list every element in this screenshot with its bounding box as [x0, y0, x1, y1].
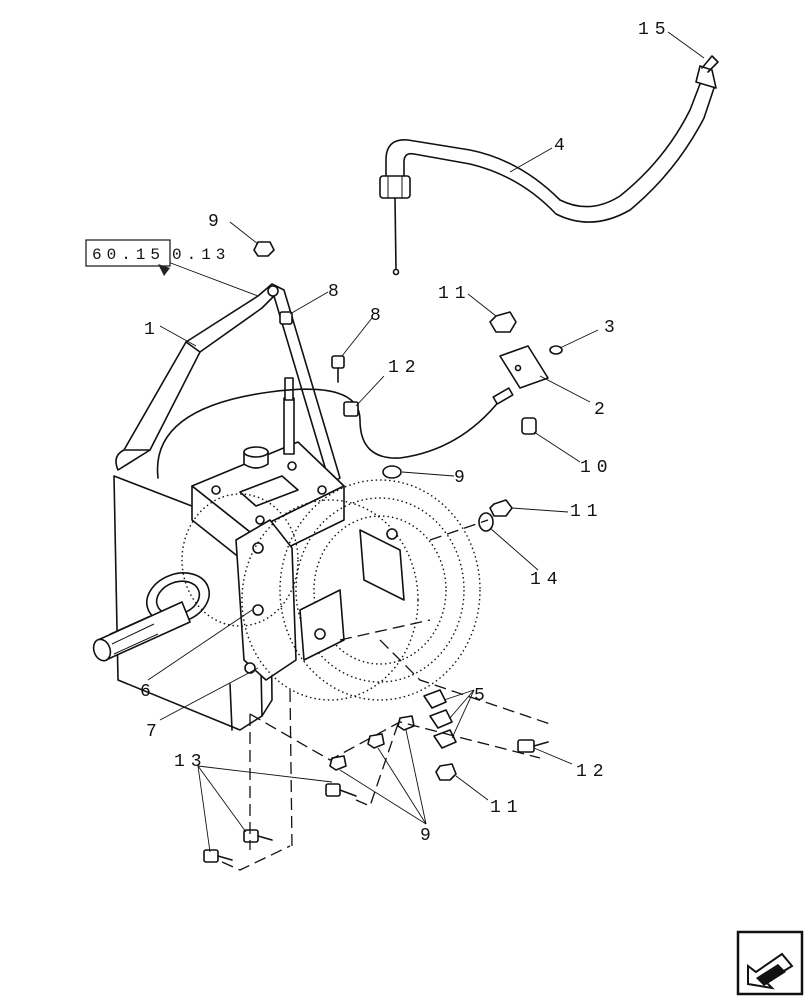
cable-bracket [499, 345, 563, 389]
callout-1: 1 [144, 320, 161, 340]
reference-arrow-icon [158, 264, 170, 276]
callout-labels: 15 4 9 8 11 3 1 8 12 2 10 9 11 14 6 5 7 … [140, 20, 672, 846]
callout-11-right: 11 [570, 502, 604, 522]
callout-10: 10 [580, 458, 614, 478]
callout-4: 4 [554, 136, 571, 156]
throttle-cable [156, 387, 514, 479]
callout-12-right: 12 [576, 762, 610, 782]
callout-9-bottom: 9 [420, 826, 437, 846]
next-page-button[interactable] [736, 930, 804, 996]
callout-8-upper: 8 [328, 282, 345, 302]
callout-3: 3 [604, 318, 621, 338]
callout-12-top: 12 [388, 358, 422, 378]
hardware [203, 241, 551, 871]
leader-lines [147, 31, 705, 853]
frame-bracket [115, 283, 341, 485]
reference-box-label: 60.15 [92, 246, 165, 264]
callout-14: 14 [530, 570, 564, 590]
callout-9-top: 9 [208, 212, 225, 232]
gearbox-housing [92, 377, 481, 731]
callout-11-bottom: 11 [490, 798, 524, 818]
callout-7: 7 [146, 722, 163, 742]
callout-11-top: 11 [438, 284, 472, 304]
callout-9-mid: 9 [454, 468, 471, 488]
reference-suffix-label: 0.13 [172, 246, 230, 264]
callout-8-lower: 8 [370, 306, 387, 326]
callout-13: 13 [174, 752, 208, 772]
reference-callout[interactable]: 60.15 0.13 [85, 239, 230, 276]
callout-15: 15 [638, 20, 672, 40]
callout-5: 5 [474, 686, 491, 706]
breather-tube [379, 55, 719, 276]
callout-2: 2 [594, 400, 611, 420]
callout-6: 6 [140, 682, 157, 702]
reference-box[interactable] [85, 239, 171, 267]
